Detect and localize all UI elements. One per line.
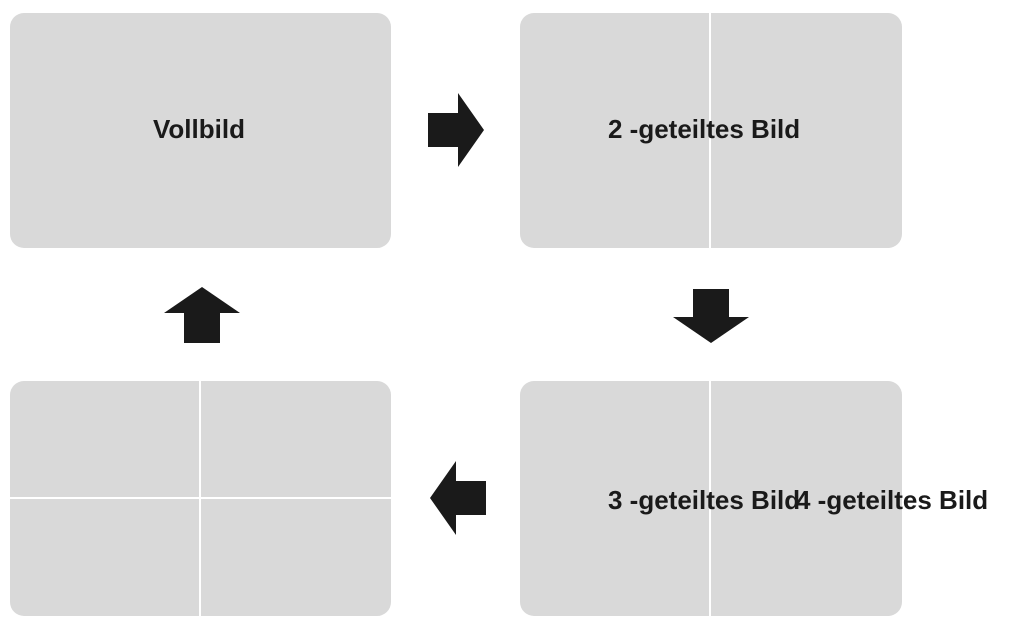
- arrow-up-icon: [164, 287, 240, 343]
- vertical-divider: [709, 381, 711, 616]
- panel-2-split: [520, 13, 902, 248]
- panel-4-split: [10, 381, 391, 616]
- arrow-right-icon: [428, 93, 484, 167]
- label-full-screen: Vollbild: [153, 114, 245, 144]
- label-4-split: 4 -geteiltes Bild: [796, 485, 989, 515]
- label-2-split: 2 -geteiltes Bild: [608, 114, 801, 144]
- arrow-down-icon: [673, 289, 749, 343]
- horizontal-divider: [10, 497, 391, 499]
- panel-full-screen: [10, 13, 391, 248]
- panel-3-split: [520, 381, 902, 616]
- arrow-left-icon: [430, 461, 486, 535]
- vertical-divider: [709, 13, 711, 248]
- label-3-split: 3 -geteiltes Bild: [608, 485, 801, 515]
